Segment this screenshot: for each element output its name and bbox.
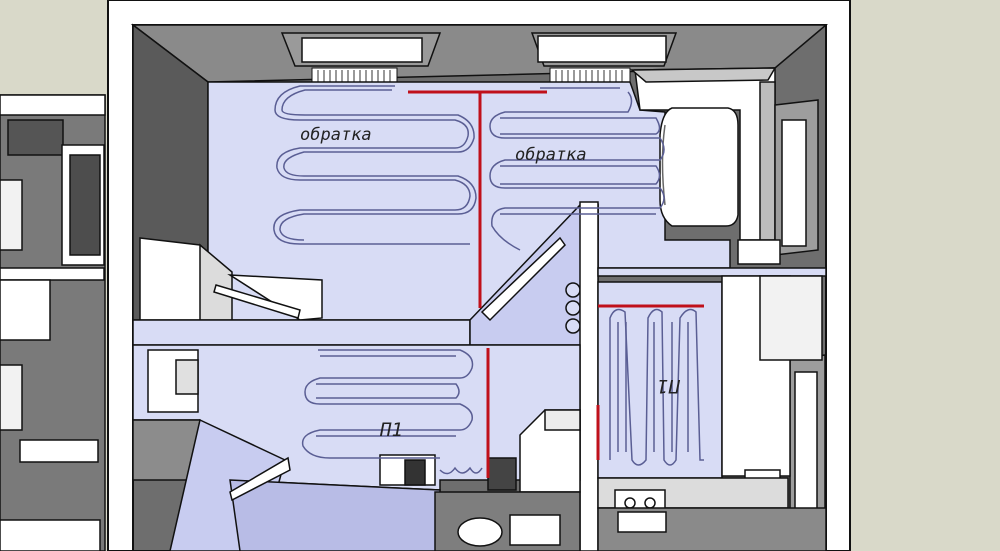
exterior-right <box>850 0 1000 551</box>
partition-wall-right-top <box>597 267 827 277</box>
heating-loop-upper-left <box>273 85 477 245</box>
partition-wall-horizontal <box>132 319 471 346</box>
left-building <box>0 94 106 551</box>
label-zone-center: П1 <box>379 419 403 441</box>
staircase <box>169 418 441 551</box>
heating-loop-lower-right <box>609 308 704 466</box>
window-top-right <box>530 32 678 67</box>
label-return-left: обратка <box>300 125 372 145</box>
window-right-2 <box>789 354 826 521</box>
label-zone-right: П1 <box>657 375 681 397</box>
corner-cabinet <box>630 67 777 241</box>
bathtub <box>659 107 739 227</box>
label-return-right: обратка <box>515 145 587 165</box>
supply-lines <box>408 90 704 478</box>
kitchen-area <box>597 275 827 551</box>
left-wardrobe <box>139 237 323 321</box>
heating-loop-upper-right <box>489 87 665 251</box>
cabinet-small <box>737 239 781 265</box>
lower-center-cabinets <box>379 409 581 551</box>
partition-wall-vertical <box>579 201 599 551</box>
diagonal-wedge <box>469 204 599 346</box>
window-top-left <box>280 32 442 67</box>
window-right-1 <box>774 99 819 256</box>
heating-loop-lower-center <box>301 349 483 475</box>
